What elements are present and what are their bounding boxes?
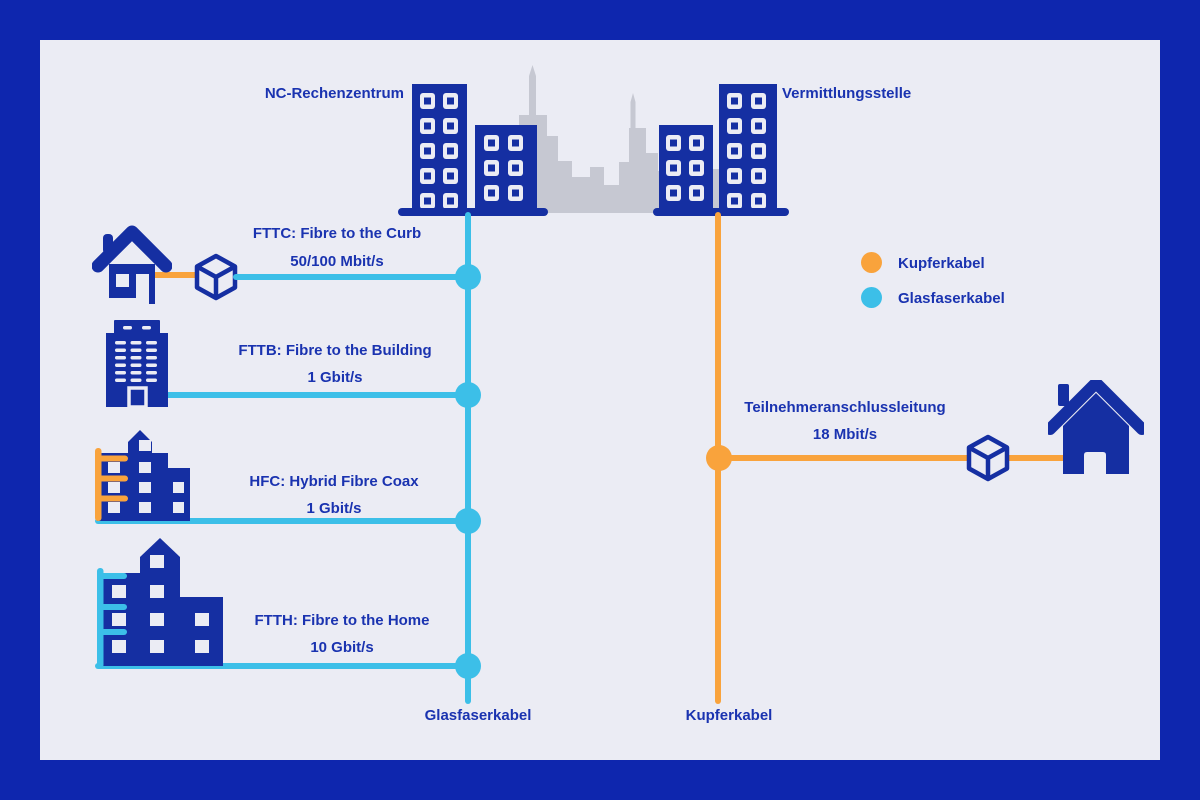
fiber-legend-label: Glasfaserkabel: [898, 290, 1005, 307]
hfc-fiber-node: [455, 508, 481, 534]
datacenter-buildings-icon: [398, 84, 548, 216]
copper-network-box-icon: [966, 434, 1010, 482]
copper-trunk-label: Kupferkabel: [685, 707, 773, 724]
exchange-label: Vermittlungsstelle: [782, 85, 912, 102]
ftth-apartment-building-icon: [97, 538, 223, 668]
fttb-speed: 1 Gbit/s: [307, 369, 363, 386]
copper-connection-title: Teilnehmeranschlussleitung: [744, 399, 946, 416]
fttc-title: FTTC: Fibre to the Curb: [252, 225, 422, 242]
fttb-office-building-icon: [106, 320, 168, 407]
fttb-title: FTTB: Fibre to the Building: [238, 342, 432, 359]
fttb-fiber-branch-line: [145, 392, 468, 398]
datacenter-label: NC-Rechenzentrum: [264, 85, 404, 102]
fiber-legend-dot: [861, 287, 882, 308]
exchange-buildings-icon: [653, 84, 789, 216]
fttc-fiber-node: [455, 264, 481, 290]
ftth-speed: 10 Gbit/s: [310, 639, 374, 656]
diagram-panel: [40, 40, 1160, 760]
copper-house-icon: [1048, 380, 1144, 474]
hfc-title: HFC: Hybrid Fibre Coax: [249, 473, 419, 490]
copper-legend-dot: [861, 252, 882, 273]
hfc-copper-riser: [95, 448, 128, 521]
fttc-network-box-icon: [194, 253, 238, 301]
fttb-fiber-node: [455, 382, 481, 408]
fiber-trunk-line: [465, 212, 471, 704]
hfc-fiber-branch-line: [95, 518, 468, 524]
copper-connection-speed: 18 Mbit/s: [812, 426, 878, 443]
hfc-apartment-building-icon: [95, 430, 190, 521]
fttc-copper-drop-line: [150, 272, 200, 278]
fttc-fiber-branch-line: [233, 274, 468, 280]
ftth-fiber-riser: [97, 568, 127, 668]
fiber-trunk-label: Glasfaserkabel: [424, 707, 532, 724]
copper-branch-line: [718, 455, 1084, 461]
fttc-speed: 50/100 Mbit/s: [290, 253, 384, 270]
hfc-speed: 1 Gbit/s: [306, 500, 362, 517]
copper-legend-label: Kupferkabel: [898, 255, 985, 272]
ftth-fiber-node: [455, 653, 481, 679]
ftth-title: FTTH: Fibre to the Home: [254, 612, 430, 629]
fttc-house-icon: [92, 225, 172, 304]
ftth-fiber-branch-line: [95, 663, 468, 669]
copper-node: [706, 445, 732, 471]
